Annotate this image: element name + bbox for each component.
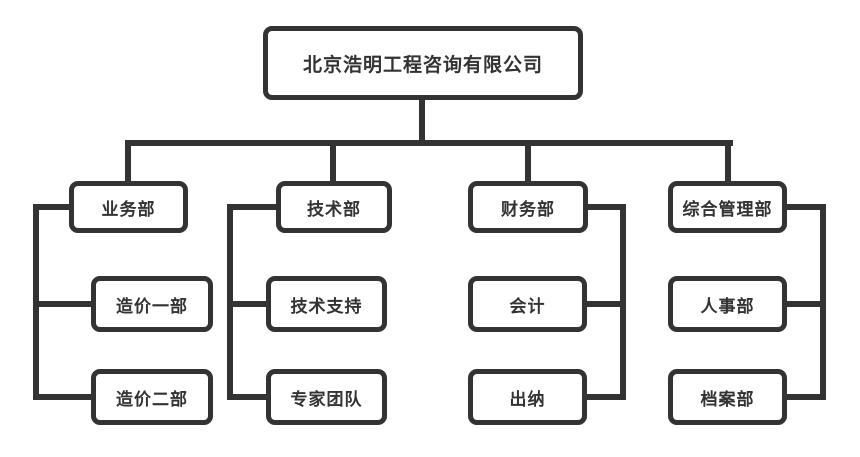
- sub-node-archives: 档案部: [668, 369, 787, 425]
- sub-node-tech-support: 技术支持: [266, 276, 387, 332]
- dept-label: 技术部: [307, 199, 361, 219]
- dept-label: 财务部: [501, 199, 555, 219]
- sub-label: 造价一部: [116, 296, 188, 316]
- sub-node-expert-team: 专家团队: [266, 369, 387, 425]
- sub-label: 技术支持: [290, 296, 363, 316]
- sub-node-cost-dept-1: 造价一部: [91, 276, 213, 332]
- connector-main-rail: [125, 140, 733, 146]
- dept-label: 综合管理部: [682, 199, 773, 219]
- dept-node-technology: 技术部: [276, 181, 392, 233]
- connector-branch-dept-1-child-1: [33, 301, 93, 307]
- connector-branch-dept-2-child-1: [227, 301, 268, 307]
- dept-node-general-management: 综合管理部: [668, 181, 787, 233]
- sub-label: 会计: [509, 296, 546, 316]
- connector-branch-dept-3-child-1: [585, 301, 626, 307]
- connector-stub-dept-2: [227, 204, 278, 210]
- connector-branch-dept-3-child-2: [585, 394, 626, 400]
- connector-drop-dept-2: [330, 140, 336, 183]
- connector-drop-dept-1: [125, 140, 131, 183]
- connector-stub-dept-4: [786, 204, 826, 210]
- sub-node-cashier: 出纳: [468, 369, 587, 425]
- connector-drop-dept-3: [525, 140, 531, 183]
- connector-root-drop: [419, 99, 425, 146]
- connector-stub-dept-1: [33, 204, 71, 210]
- sub-node-hr: 人事部: [668, 276, 787, 332]
- connector-branch-dept-2-child-2: [227, 394, 268, 400]
- connector-branch-dept-4-child-2: [785, 394, 826, 400]
- org-root-node: 北京浩明工程咨询有限公司: [263, 26, 583, 100]
- sub-label: 专家团队: [290, 389, 363, 409]
- org-root-label: 北京浩明工程咨询有限公司: [302, 54, 543, 76]
- sub-label: 造价二部: [116, 389, 188, 409]
- connector-branch-dept-1-child-2: [33, 394, 93, 400]
- dept-node-business: 业务部: [69, 181, 188, 233]
- sub-node-accounting: 会计: [468, 276, 587, 332]
- connector-branch-dept-4-child-1: [785, 301, 826, 307]
- sub-label: 人事部: [700, 296, 755, 316]
- sub-node-cost-dept-2: 造价二部: [91, 369, 213, 425]
- sub-label: 出纳: [509, 389, 546, 409]
- dept-label: 业务部: [101, 199, 156, 219]
- connector-drop-dept-4: [725, 140, 731, 183]
- sub-label: 档案部: [700, 389, 755, 409]
- dept-node-finance: 财务部: [468, 181, 588, 233]
- connector-stub-dept-3: [586, 204, 626, 210]
